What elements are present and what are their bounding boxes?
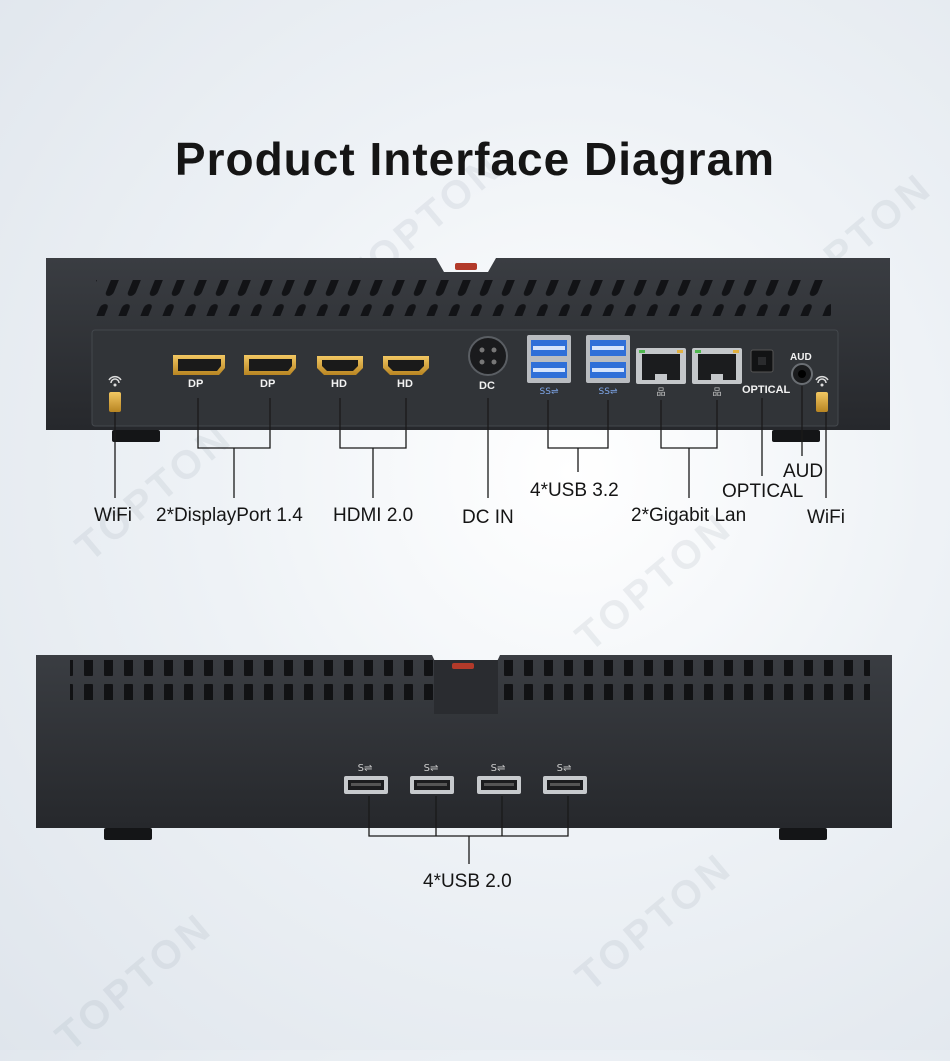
svg-text:品: 品 — [656, 387, 665, 398]
lan-port-2: 品 — [692, 348, 742, 398]
displayport-1 — [173, 355, 225, 375]
callout-displayport: 2*DisplayPort 1.4 — [156, 505, 303, 526]
lan-port-1: 品 — [636, 348, 686, 398]
power-led — [455, 263, 477, 270]
displayport-2 — [244, 355, 296, 375]
callout-dc-in: DC IN — [462, 507, 514, 528]
hd-port-label: HD — [331, 378, 347, 390]
hdmi-port-2 — [383, 356, 429, 375]
callout-lines — [114, 386, 827, 498]
callout-optical: OPTICAL — [722, 481, 804, 502]
callout-wifi-right: WiFi — [807, 507, 845, 528]
callout-gigabit-lan: 2*Gigabit Lan — [631, 505, 747, 526]
dc-jack — [468, 336, 508, 376]
svg-text:S⇌: S⇌ — [424, 763, 439, 774]
dp-port-label: DP — [260, 378, 276, 390]
svg-text:S⇌: S⇌ — [557, 763, 572, 774]
svg-text:SS⇌: SS⇌ — [540, 387, 559, 397]
optical-port — [750, 349, 774, 373]
usb20-callout-lines — [368, 796, 569, 864]
dp-port-label: DP — [188, 378, 204, 390]
dc-port-label: DC — [479, 380, 495, 392]
optical-port-label: OPTICAL — [742, 384, 791, 396]
callout-hdmi: HDMI 2.0 — [333, 505, 414, 526]
svg-text:品: 品 — [712, 387, 721, 398]
svg-text:SS⇌: SS⇌ — [599, 387, 618, 397]
callout-aud: AUD — [783, 461, 824, 482]
usb32-stack-1: SS⇌ — [527, 335, 571, 397]
wifi-antenna-right — [815, 375, 829, 412]
vent-grille — [96, 280, 831, 316]
audio-jack — [791, 363, 813, 385]
svg-text:S⇌: S⇌ — [358, 763, 373, 774]
rear-device: SS⇌ SS⇌ 品 品 — [46, 258, 890, 498]
rubber-foot — [112, 430, 160, 442]
usb20-port-2: S⇌ — [410, 763, 454, 794]
svg-text:S⇌: S⇌ — [491, 763, 506, 774]
rubber-foot — [772, 430, 820, 442]
hd-port-label: HD — [397, 378, 413, 390]
wifi-antenna-left — [108, 375, 122, 412]
power-led-front — [452, 663, 474, 669]
callout-wifi-left: WiFi — [94, 505, 132, 526]
usb32-stack-2: SS⇌ — [586, 335, 630, 397]
front-device: S⇌ S⇌ S⇌ S⇌ — [36, 655, 892, 864]
page-title: Product Interface Diagram — [174, 133, 776, 185]
hdmi-port-1 — [317, 356, 363, 375]
usb20-port-4: S⇌ — [543, 763, 587, 794]
usb20-port-1: S⇌ — [344, 763, 388, 794]
rubber-foot — [104, 828, 152, 840]
rubber-foot — [779, 828, 827, 840]
aud-port-label: AUD — [790, 352, 812, 363]
usb20-port-3: S⇌ — [477, 763, 521, 794]
callout-usb20: 4*USB 2.0 — [423, 871, 512, 892]
callout-usb32: 4*USB 3.2 — [530, 480, 619, 501]
